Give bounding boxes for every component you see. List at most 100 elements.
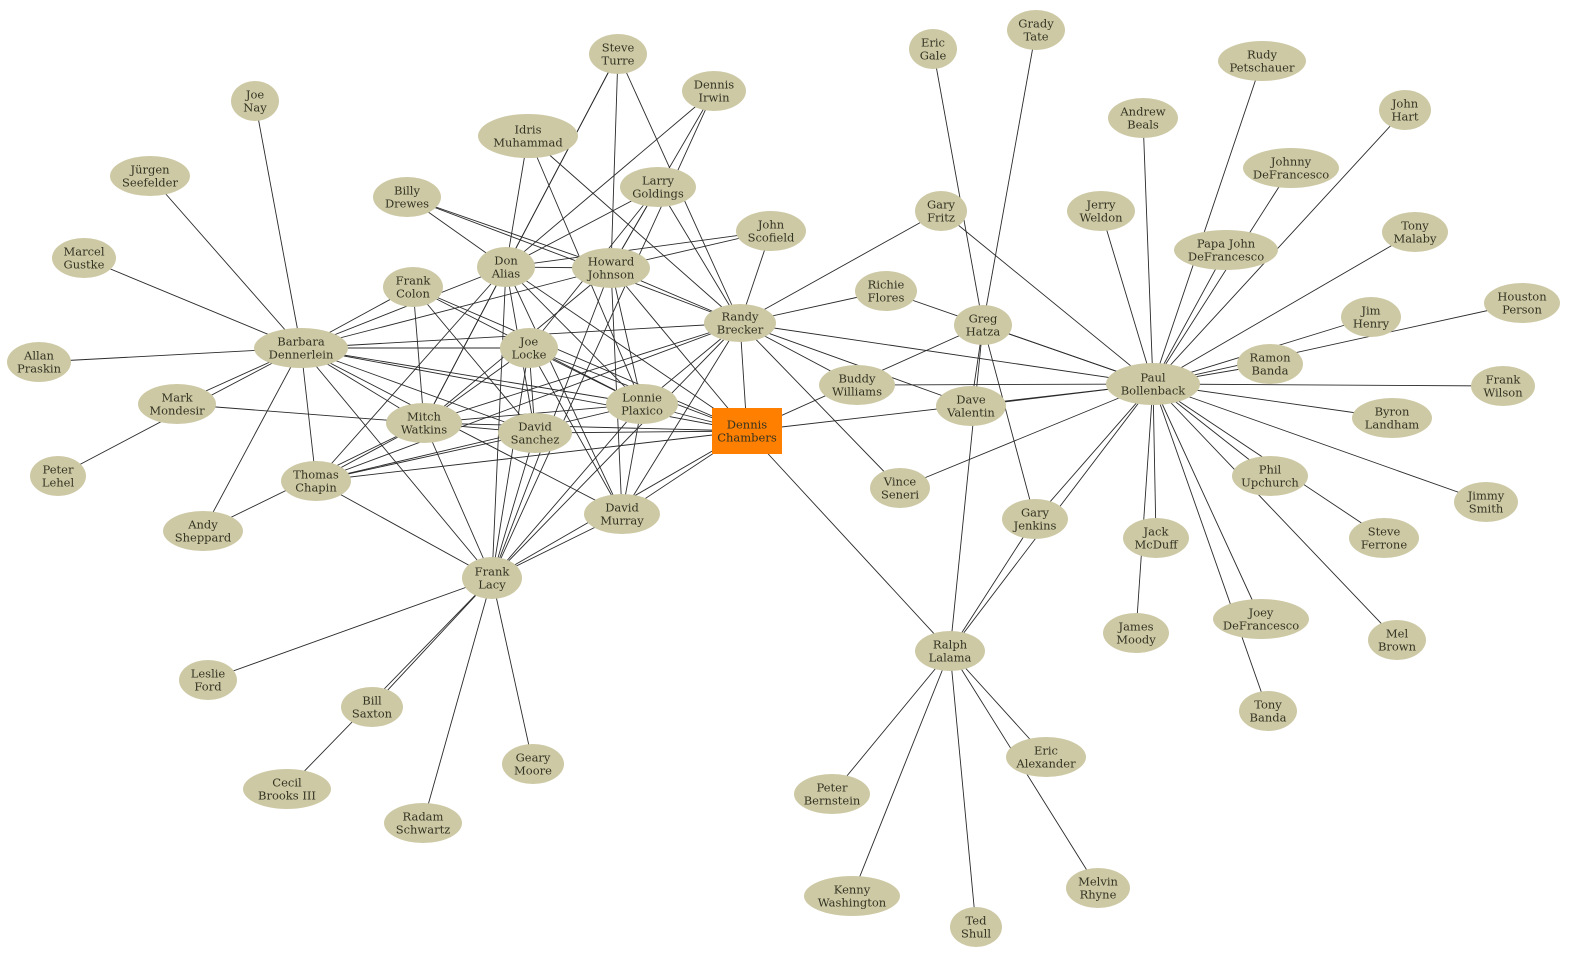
node-label-line: Irwin (699, 91, 731, 105)
node-label-line: Smith (1469, 502, 1504, 516)
node-label-line: Lalama (929, 651, 972, 665)
node-label-line: Mitch (407, 410, 442, 424)
node-label-line: Praskin (17, 362, 62, 376)
edge-barbara-dennerlein--dennis-chambers (300, 347, 748, 432)
node-label-line: Ralph (933, 638, 968, 652)
edge-billy-drewes--howard-johnson (406, 196, 612, 269)
edge-frank-colon--dennis-chambers (412, 286, 748, 432)
node-label-line: Weldon (1079, 211, 1123, 225)
node-label-line: Petschauer (1230, 61, 1295, 75)
edge-randy-brecker--mitch-watkins (423, 322, 741, 424)
edge-billy-drewes--randy-brecker (406, 196, 741, 324)
node-shape-joe-locke (500, 328, 558, 368)
node-label-line: Dennerlein (269, 348, 334, 362)
node-shape-john-hart (1379, 90, 1431, 130)
node-shape-allan-praskin (7, 342, 71, 382)
node-shape-rudy-petschauer (1218, 41, 1306, 81)
edge-barbara-dennerlein--david-murray (300, 347, 623, 515)
node-shape-gary-jenkins (1002, 499, 1068, 539)
node-shape-joey-defrancesco (1213, 599, 1309, 639)
node-shape-geary-moore (502, 744, 564, 784)
edge-dennis-irwin--don-alias (505, 90, 715, 268)
node-label-line: Allan (23, 349, 55, 363)
node-label-line: Lehel (42, 476, 75, 490)
edge-don-alias--thomas-chapin (315, 266, 507, 482)
node-shape-ted-shull (950, 907, 1002, 947)
